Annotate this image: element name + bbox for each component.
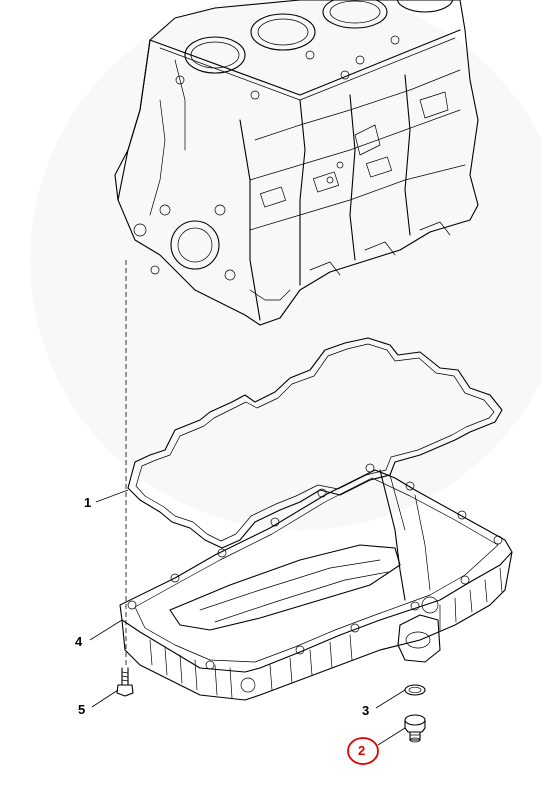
callout-1: 1	[84, 495, 92, 510]
callout-4: 4	[75, 634, 83, 649]
oil-pan	[119, 463, 513, 701]
callout-2: 2	[358, 743, 366, 758]
callout-5: 5	[78, 702, 86, 717]
watermark	[30, 0, 541, 530]
drain-plug-o-ring	[404, 684, 426, 696]
highlight-ring	[347, 737, 379, 765]
leader-lines	[89, 260, 406, 746]
drain-plug	[404, 714, 426, 743]
engine-block	[114, 0, 479, 326]
callout-3: 3	[362, 703, 370, 718]
oil-pan-gasket	[127, 337, 503, 549]
pan-bolt	[116, 667, 134, 697]
